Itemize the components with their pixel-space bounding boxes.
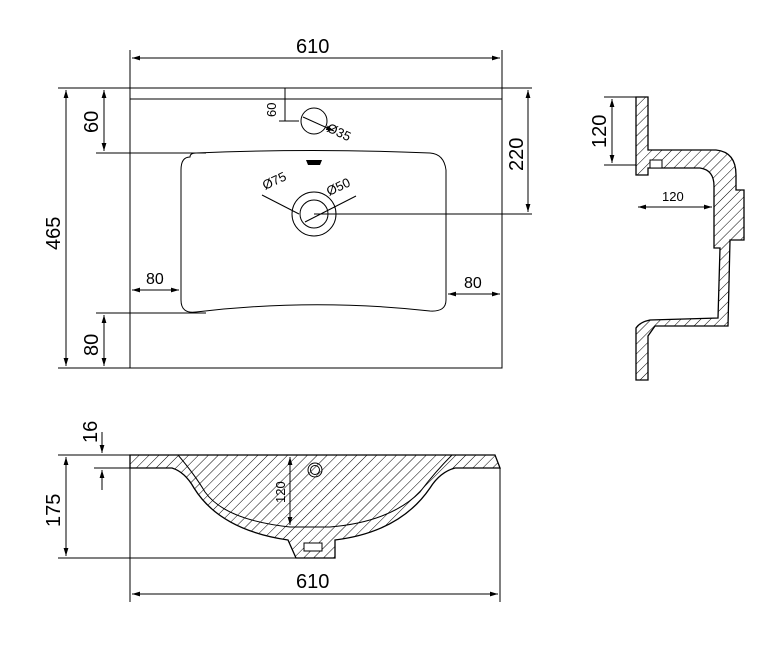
drain-leader-right xyxy=(304,195,357,223)
drain-inner-label: Ø50 xyxy=(324,175,353,199)
front-width-label: 610 xyxy=(296,571,329,593)
overflow-slot xyxy=(306,160,322,165)
side-left-label: 80 xyxy=(146,271,164,288)
front-margin-label: 80 xyxy=(81,334,103,356)
side-depth-label: 120 xyxy=(662,189,684,204)
height-label: 175 xyxy=(43,494,65,527)
width-label: 610 xyxy=(296,36,329,58)
side-view: 120 120 xyxy=(589,96,745,381)
drain-offset-label: 220 xyxy=(506,138,528,171)
front-view: 16 175 120 610 xyxy=(43,421,501,602)
countertop-outline xyxy=(129,87,503,369)
depth-label: 465 xyxy=(43,217,65,250)
tap-diameter-label: Ø35 xyxy=(325,120,354,144)
drain-leader-left xyxy=(261,194,300,215)
drain-outer-label: Ø75 xyxy=(260,169,289,193)
tap-hole xyxy=(300,107,328,135)
side-section xyxy=(635,96,745,381)
side-clip xyxy=(649,159,663,169)
side-right-label: 80 xyxy=(464,275,482,292)
front-overflow-hole xyxy=(307,462,323,478)
tap-leader xyxy=(302,116,335,132)
bowl-back-label: 60 xyxy=(81,111,103,133)
rim-label: 16 xyxy=(80,421,102,443)
bowl-depth-label: 120 xyxy=(273,481,288,503)
tap-hole-label: 60 xyxy=(264,103,279,117)
front-overflow-hole-inner xyxy=(310,465,320,475)
side-height-label: 120 xyxy=(589,115,611,148)
front-drain-slot xyxy=(303,542,323,552)
front-section xyxy=(129,454,501,559)
top-view: Ø35 60 Ø75 Ø50 610 465 60 80 22 xyxy=(43,36,532,369)
bowl-outline xyxy=(180,150,447,313)
bowl-inner-curve xyxy=(177,454,453,528)
